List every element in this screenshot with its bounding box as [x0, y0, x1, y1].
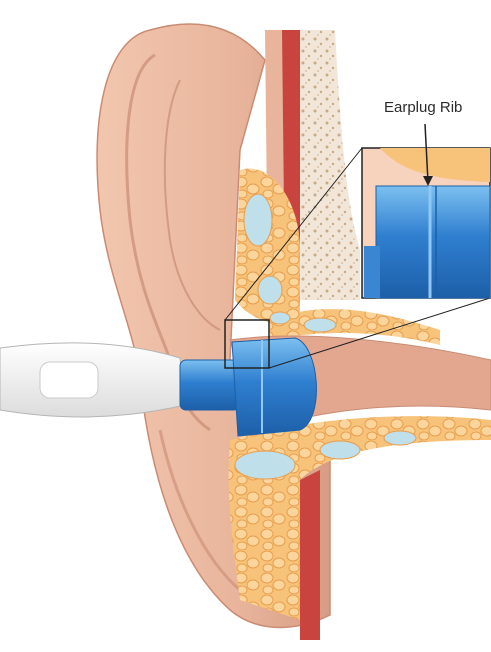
magnified-inset: [362, 148, 490, 298]
lower-tissue-layers: [229, 416, 491, 640]
earplug-handle: [0, 343, 185, 417]
earplug-rib-label: Earplug Rib: [384, 99, 462, 116]
